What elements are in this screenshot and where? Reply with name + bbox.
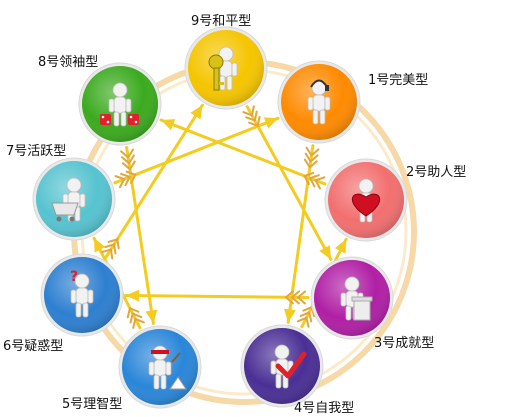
type-8-node — [78, 62, 162, 146]
type-1-label: 1号完美型 — [368, 73, 429, 88]
connection-line-9-3 — [245, 105, 333, 261]
arrowhead-1-4 — [283, 308, 296, 323]
arrowhead-8-5 — [145, 309, 158, 324]
blindfold-icon — [151, 350, 187, 390]
key-icon — [208, 54, 224, 91]
arrowhead-2-8 — [160, 119, 176, 131]
type-6-label: 6号疑惑型 — [3, 339, 64, 354]
headset-icon — [310, 79, 329, 91]
type-5-node — [118, 325, 202, 409]
arrowhead-6-9 — [190, 105, 203, 120]
type-9-node — [184, 26, 268, 110]
type-3-label: 3号成就型 — [374, 336, 435, 351]
type-9-label: 9号和平型 — [191, 14, 252, 29]
arrowhead-9-3 — [319, 245, 331, 260]
connection-line-6-9 — [104, 103, 204, 260]
type-4-label: 4号自我型 — [294, 401, 355, 416]
heart-icon — [352, 193, 380, 217]
arrowhead-5-7 — [94, 238, 106, 253]
question-mark-icon: ? — [70, 269, 78, 285]
checkmark-icon — [275, 351, 307, 379]
type-2-label: 2号助人型 — [406, 165, 467, 180]
type-3-node — [310, 256, 394, 340]
connection-line-2-8 — [159, 118, 327, 186]
type-2-node — [324, 158, 408, 242]
shopping-cart-icon — [51, 202, 79, 222]
type-1-node — [277, 60, 361, 144]
arrowhead-3-6 — [125, 289, 140, 302]
arrowhead-7-1 — [263, 117, 279, 129]
arrowhead-4-2 — [334, 239, 347, 254]
type-nodes: ? — [32, 26, 408, 409]
connection-line-3-6 — [124, 293, 310, 300]
type-6-node: ? — [40, 253, 124, 337]
podium-icon — [351, 296, 373, 321]
connection-line-7-1 — [113, 116, 280, 185]
type-5-label: 5号理智型 — [62, 397, 123, 412]
type-8-label: 8号领袖型 — [38, 55, 99, 70]
svg-text:?: ? — [70, 269, 78, 285]
type-4-node — [240, 324, 324, 408]
dice-icon — [100, 114, 139, 125]
type-7-node — [32, 157, 116, 241]
type-7-label: 7号活跃型 — [6, 144, 67, 159]
